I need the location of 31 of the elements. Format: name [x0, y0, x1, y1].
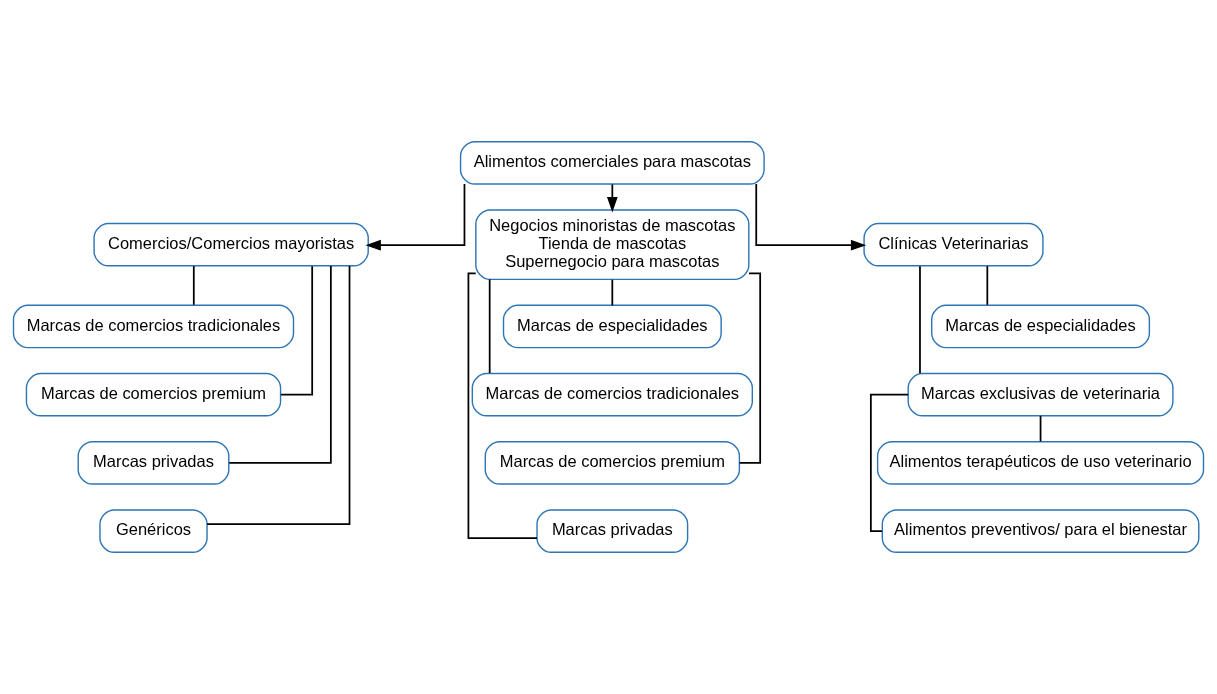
node-box: Marcas exclusivas de veterinaria — [907, 372, 1174, 417]
connector — [228, 265, 332, 464]
node-box: Marcas privadas — [77, 441, 230, 485]
connector — [738, 272, 762, 464]
connector — [611, 278, 614, 307]
connector — [206, 265, 351, 525]
connector — [869, 393, 909, 532]
node-box: Negocios minoristas de mascotas Tienda de mascotas Supernegocio para mascotas — [475, 209, 750, 281]
connector — [919, 265, 921, 375]
node-box: Genéricos — [99, 509, 208, 553]
node-box: Marcas de comercios premium — [25, 372, 282, 417]
connector — [1039, 415, 1042, 443]
connector — [488, 278, 491, 374]
node-box: Marcas privadas — [536, 509, 689, 553]
node-box: Marcas de comercios premium — [484, 441, 741, 485]
node-box: Marcas de comercios tradicionales — [471, 372, 754, 417]
connector — [279, 265, 314, 396]
arrow — [365, 183, 466, 251]
connector — [467, 272, 538, 540]
node-box: Alimentos comerciales para mascotas — [459, 141, 765, 185]
node-box: Comercios/Comercios mayoristas — [93, 222, 369, 267]
connector — [192, 265, 195, 306]
node-box: Marcas de comercios tradicionales — [12, 304, 295, 349]
node-box: Marcas de especialidades — [931, 304, 1151, 349]
node-box: Marcas de especialidades — [502, 304, 722, 349]
node-box: Alimentos preventivos/ para el bienestar — [881, 509, 1200, 553]
node-box: Clínicas Veterinarias — [863, 222, 1044, 267]
node-box: Alimentos terapéuticos de uso veterinario — [876, 441, 1205, 485]
arrow — [755, 183, 867, 251]
arrow — [606, 183, 618, 213]
connector — [986, 265, 989, 306]
